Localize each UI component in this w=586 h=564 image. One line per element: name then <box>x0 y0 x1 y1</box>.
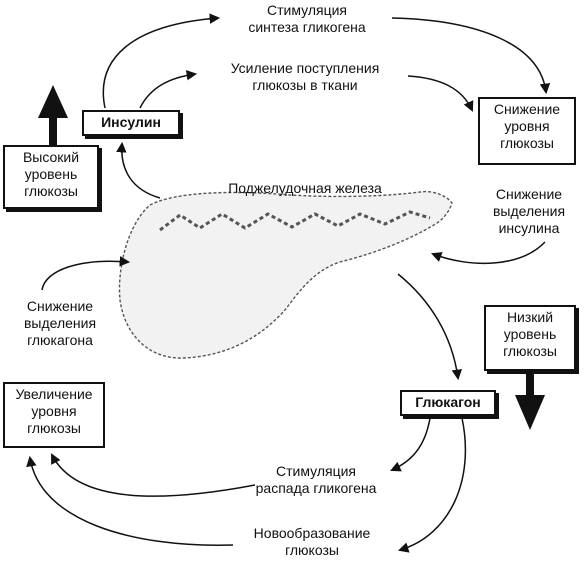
arrow-breakdown-to-increase <box>51 453 256 497</box>
up-arrow-head <box>38 85 68 118</box>
box-low-glucose: Низкий уровень глюкозы <box>484 305 576 371</box>
label-stim-breakdown: Стимуляция распада гликогена <box>255 463 377 496</box>
arrow-glucagon-to-gluconeogenesis <box>397 417 467 553</box>
pancreas-texture <box>159 210 431 232</box>
label-gluconeogenesis: Новообразование глюкозы <box>253 525 371 558</box>
arrow-pancreas-to-insulin <box>116 141 161 199</box>
arrow-decrease-glucagon-to-pancreas <box>41 256 131 291</box>
arrow-synthesis-to-decrease <box>391 17 551 95</box>
box-glucagon: Глюкагон <box>400 390 496 416</box>
arrow-gluconeogenesis-to-increase <box>26 455 234 546</box>
box-insulin: Инсулин <box>82 110 180 136</box>
arrow-insulin-to-synthesis <box>102 13 221 109</box>
arrow-uptake-to-decrease <box>407 75 474 112</box>
arrow-insulin-to-uptake <box>139 70 198 109</box>
box-increase-glucose: Увеличение уровня глюкозы <box>3 382 105 448</box>
arrow-glucagon-to-breakdown <box>390 417 431 472</box>
arrow-pancreas-to-glucagon <box>397 273 463 381</box>
label-uptake: Усиление поступления глюкозы в ткани <box>230 60 380 93</box>
arrow-decrease-insulin-to-pancreas <box>431 241 546 265</box>
box-high-glucose: Высокий уровень глюкозы <box>3 145 99 209</box>
label-decrease-insulin: Снижение выделения инсулина <box>492 186 566 236</box>
box-decrease-glucose: Снижение уровня глюкозы <box>478 97 576 165</box>
pancreas-shape <box>118 190 453 359</box>
down-arrow-head <box>515 395 545 430</box>
label-decrease-glucagon: Снижение выделения глюкагона <box>23 298 97 348</box>
label-pancreas: Поджелудочная железа <box>228 180 382 196</box>
label-stim-synthesis: Стимуляция синтеза гликогена <box>248 2 366 35</box>
